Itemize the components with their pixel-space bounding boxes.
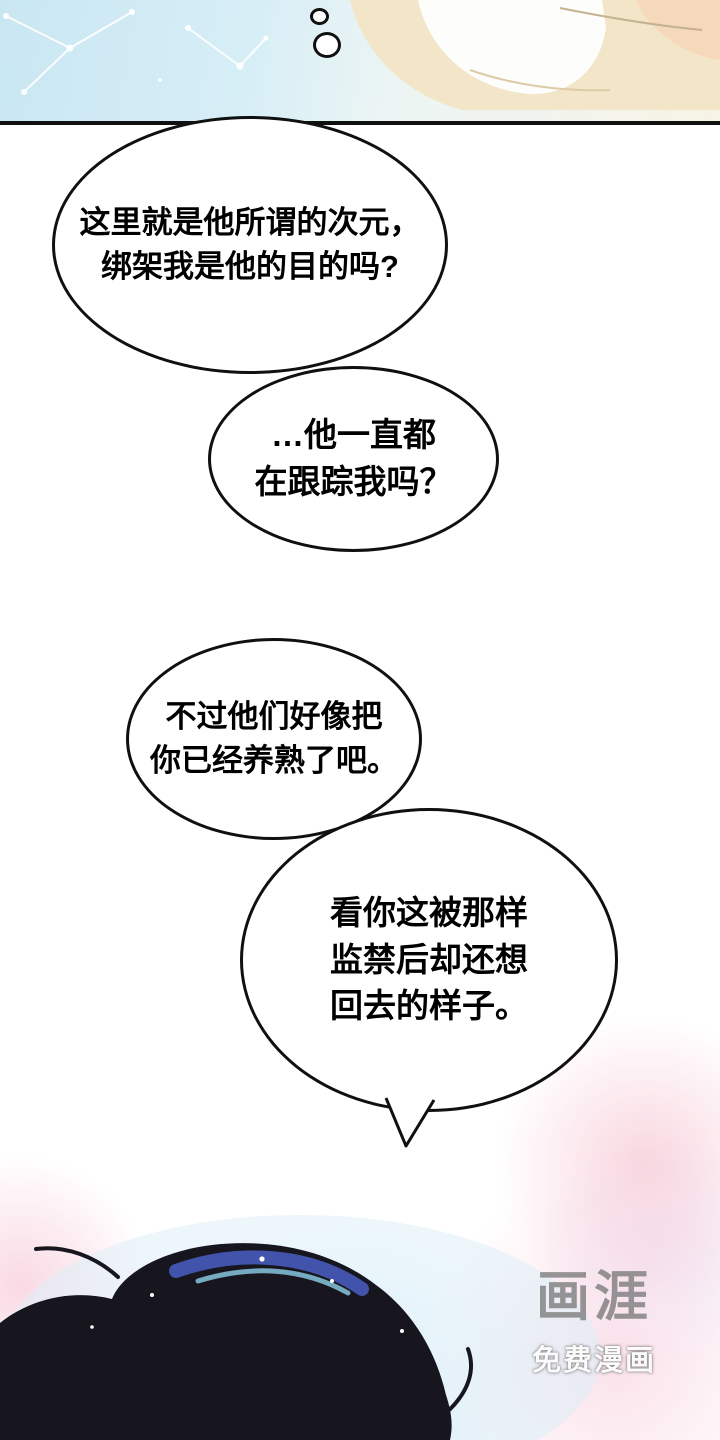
blanket-fold-line — [559, 7, 703, 31]
hair-highlight-blue — [169, 1250, 369, 1296]
bubble-text-line: 绑架我是他的目的吗? — [101, 249, 399, 284]
bubble-text-line: 不过他们好像把 — [165, 698, 383, 734]
constellation-lines — [5, 11, 267, 93]
watermark-caption: 免费漫画 — [531, 1345, 656, 1377]
bubble-text-line: 在跟踪我吗？ — [254, 463, 453, 500]
bubble-tail — [384, 1097, 436, 1148]
character-artwork — [0, 1215, 600, 1440]
bubble-text-line: 这里就是他所谓的次元， — [79, 204, 421, 240]
scene-panel — [0, 0, 720, 122]
hair-bang-strand — [298, 1317, 320, 1403]
watermark-logo: 画涯 — [536, 1267, 652, 1327]
thought-bubble-3: 不过他们好像把 你已经养熟了吧。 — [126, 638, 422, 840]
thought-trail-dot-large — [313, 32, 341, 58]
thought-bubble-1: 这里就是他所谓的次元， 绑架我是他的目的吗? — [52, 116, 448, 374]
bubble-text-line: 回去的样子。 — [330, 987, 528, 1025]
bubble-text-line: 你已经养熟了吧。 — [150, 743, 398, 778]
watermark: 画涯 免费漫画 — [524, 1252, 664, 1379]
hair-highlight-light — [195, 1268, 351, 1296]
hair-wisp — [444, 1347, 473, 1415]
constellation-stars — [3, 9, 269, 95]
hair-bang-strand — [330, 1313, 351, 1383]
hair-wisp — [34, 1246, 120, 1279]
thought-bubble-2: …他一直都 在跟踪我吗？ — [208, 366, 499, 552]
pillow-shape — [418, 0, 606, 95]
blanket-fold-line-2 — [469, 69, 611, 92]
bubble-text-line: …他一直都 — [271, 416, 436, 454]
hair-shape — [0, 1243, 452, 1440]
shoulder-skin-shape — [636, 0, 720, 60]
panel-border-line — [0, 121, 720, 125]
scene-panel-art — [3, 0, 720, 110]
thought-trail-dot-small — [310, 8, 329, 25]
hair-sparkles — [90, 1256, 404, 1333]
bubble-text-line: 监禁后却还想 — [330, 940, 528, 978]
thought-bubble-4: 看你这被那样 监禁后却还想 回去的样子。 — [240, 808, 618, 1112]
bubble-text-line: 看你这被那样 — [330, 893, 528, 931]
